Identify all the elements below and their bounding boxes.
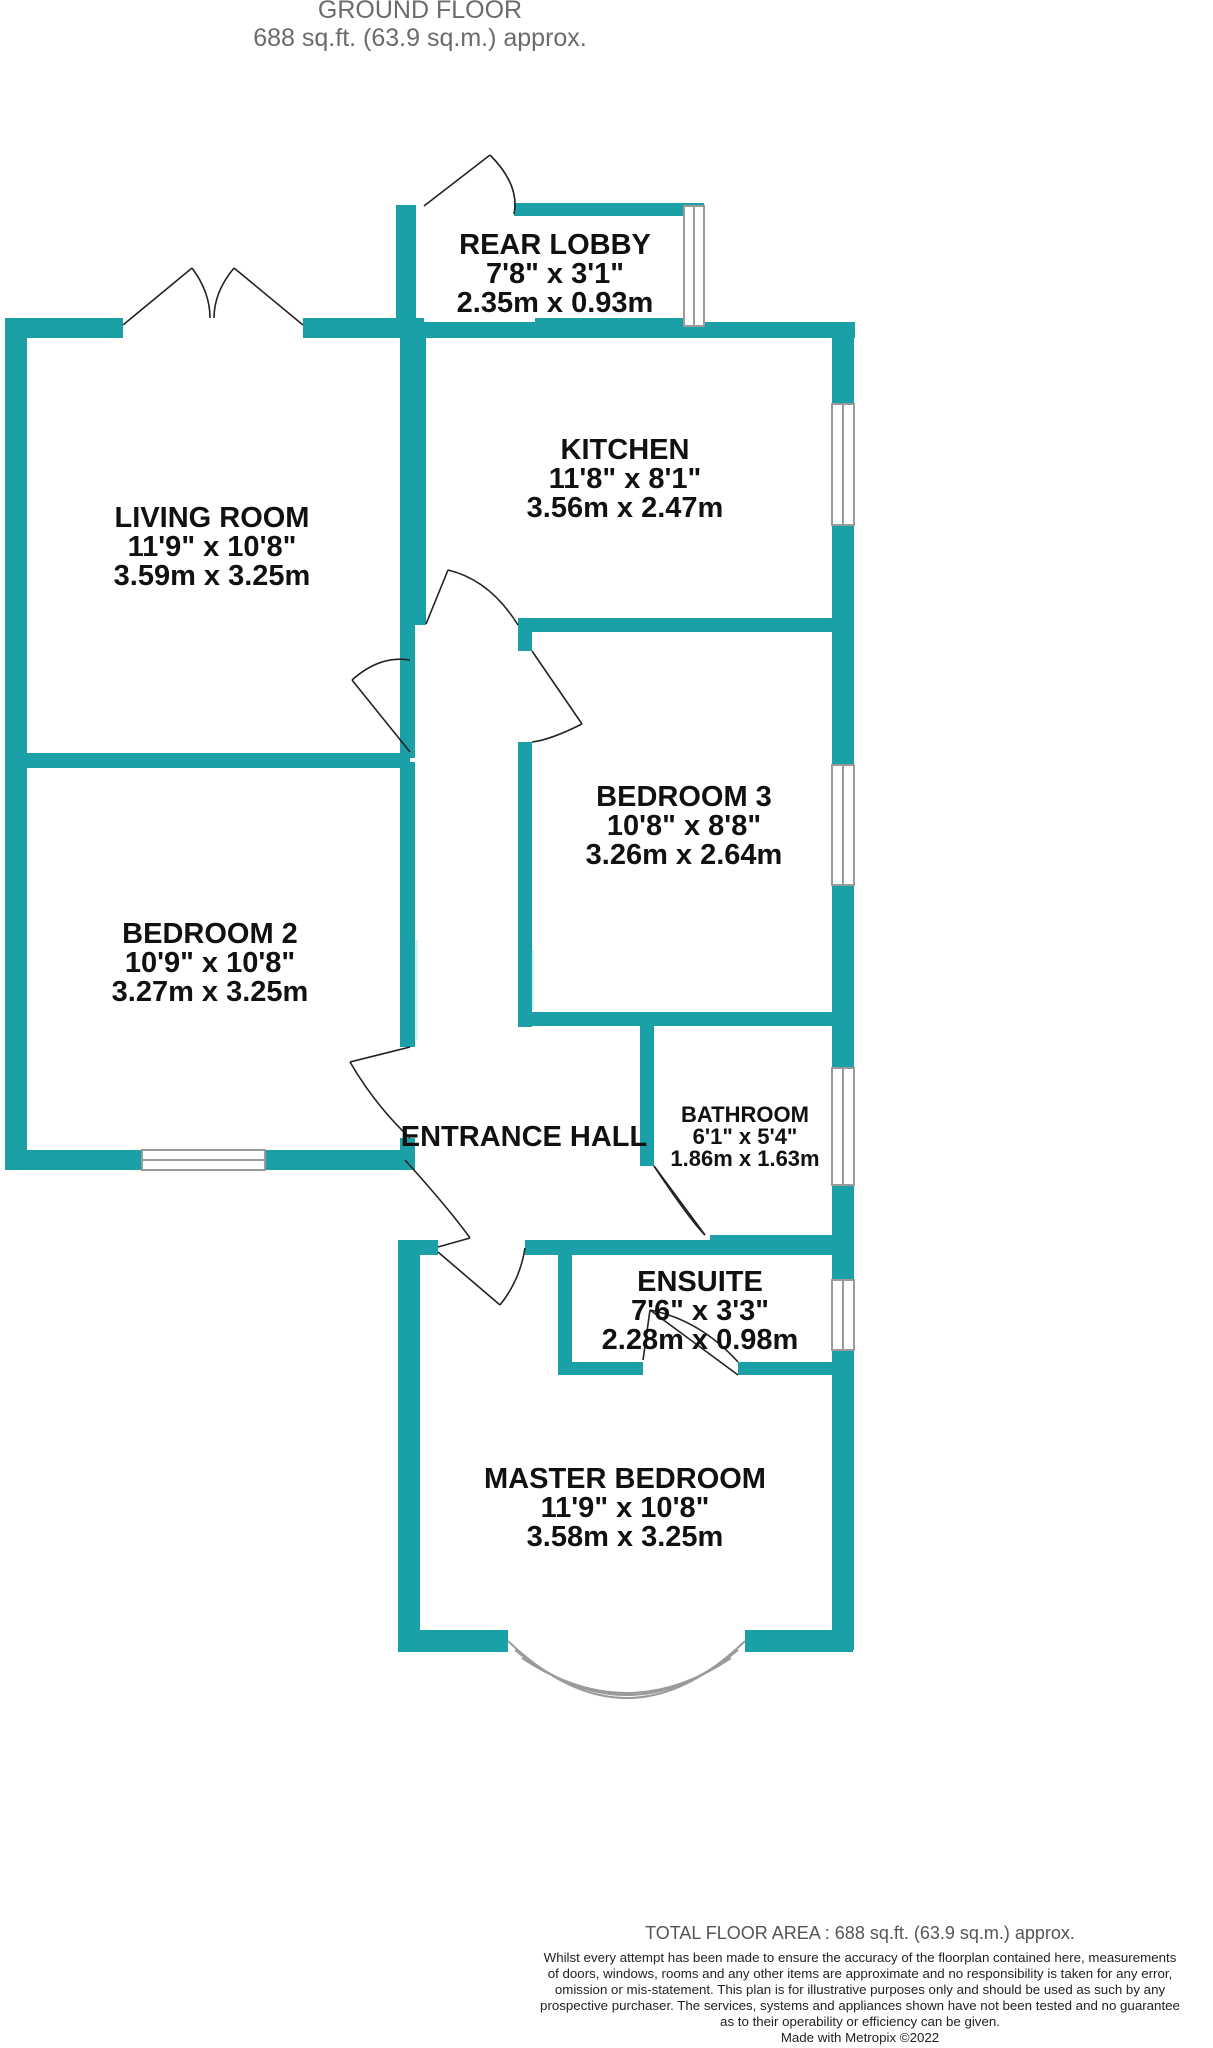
room-label-ensuite: ENSUITE 7'6" x 3'3" 2.28m x 0.98m	[601, 1266, 799, 1356]
wall-right-outer-6	[832, 1350, 854, 1650]
wall-bed3-left-top	[518, 618, 532, 651]
wall-bed2-bottom-left	[5, 1150, 142, 1170]
wall-bath-left	[640, 1026, 654, 1166]
room-label-rear-lobby: REAR LOBBY 7'8" x 3'1" 2.35m x 0.93m	[456, 229, 654, 319]
wall-master-bottom-right	[745, 1630, 853, 1652]
wall-left-outer	[5, 318, 27, 1170]
wall-master-bottom-left	[398, 1630, 508, 1652]
room-label-entrance-hall: ENTRANCE HALL	[400, 1121, 648, 1153]
disclaimer-line: as to their operability or efficiency ca…	[720, 2014, 1000, 2029]
wall-living-bed2-divider	[5, 753, 410, 768]
credit: Made with Metropix ©2022	[780, 2030, 940, 2045]
wall-bed2-right-low	[400, 1138, 415, 1170]
wall-ensuite-bottom-left	[558, 1362, 643, 1375]
room-label-bedroom-2: BEDROOM 2 10'9" x 10'8" 3.27m x 3.25m	[111, 918, 309, 1008]
disclaimer-line: omission or mis-statement. This plan is …	[554, 1982, 1166, 1997]
wall-right-outer-1	[832, 322, 854, 404]
disclaimer-line: Whilst every attempt has been made to en…	[543, 1950, 1177, 1965]
wall-master-top-right	[525, 1240, 850, 1255]
wall-bed2-bottom-right	[265, 1150, 408, 1170]
door-rear-lobby-leaf	[423, 154, 491, 207]
room-label-master-bedroom: MASTER BEDROOM 11'9" x 10'8" 3.58m x 3.2…	[484, 1463, 766, 1553]
wall-right-outer-2	[832, 525, 854, 765]
total-floor-area: TOTAL FLOOR AREA : 688 sq.ft. (63.9 sq.m…	[645, 1923, 1075, 1943]
floor-title: GROUND FLOOR	[317, 0, 523, 24]
wall-master-left	[398, 1240, 420, 1652]
footer: TOTAL FLOOR AREA : 688 sq.ft. (63.9 sq.m…	[510, 1922, 1210, 2046]
wall-ensuite-bottom-right	[738, 1362, 838, 1375]
wall-kitchen-top	[410, 322, 855, 338]
wall-right-outer-3	[832, 885, 854, 1068]
room-label-bedroom-3: BEDROOM 3 10'8" x 8'8" 3.26m x 2.64m	[585, 781, 783, 871]
wall-bed3-bottom	[518, 1012, 838, 1026]
room-label-bathroom: BATHROOM 6'1" x 5'4" 1.86m x 1.63m	[670, 1102, 820, 1171]
wall-living-top-right	[303, 318, 415, 338]
wall-bed3-left	[518, 742, 532, 1027]
disclaimer-line: prospective purchaser. The services, sys…	[540, 1998, 1180, 2013]
wall-living-top-left	[5, 318, 123, 338]
wall-kitchen-left	[410, 322, 426, 625]
disclaimer-line: of doors, windows, rooms and any other i…	[547, 1966, 1173, 1981]
doors	[122, 154, 739, 1376]
room-label-kitchen: KITCHEN 11'8" x 8'1" 3.56m x 2.47m	[526, 434, 724, 524]
wall-bed2-right	[400, 762, 415, 1047]
windows	[141, 205, 855, 1351]
wall-kitchen-bed3-divider	[518, 618, 838, 632]
bay-window	[507, 1640, 746, 1699]
floor-area: 688 sq.ft. (63.9 sq.m.) approx.	[253, 24, 587, 52]
wall-lobby-left	[396, 205, 416, 330]
wall-lobby-top	[514, 203, 704, 216]
hall-markings	[402, 940, 534, 1040]
room-label-living-room: LIVING ROOM 11'9" x 10'8" 3.59m x 3.25m	[113, 502, 311, 592]
wall-ensuite-left	[558, 1250, 572, 1375]
